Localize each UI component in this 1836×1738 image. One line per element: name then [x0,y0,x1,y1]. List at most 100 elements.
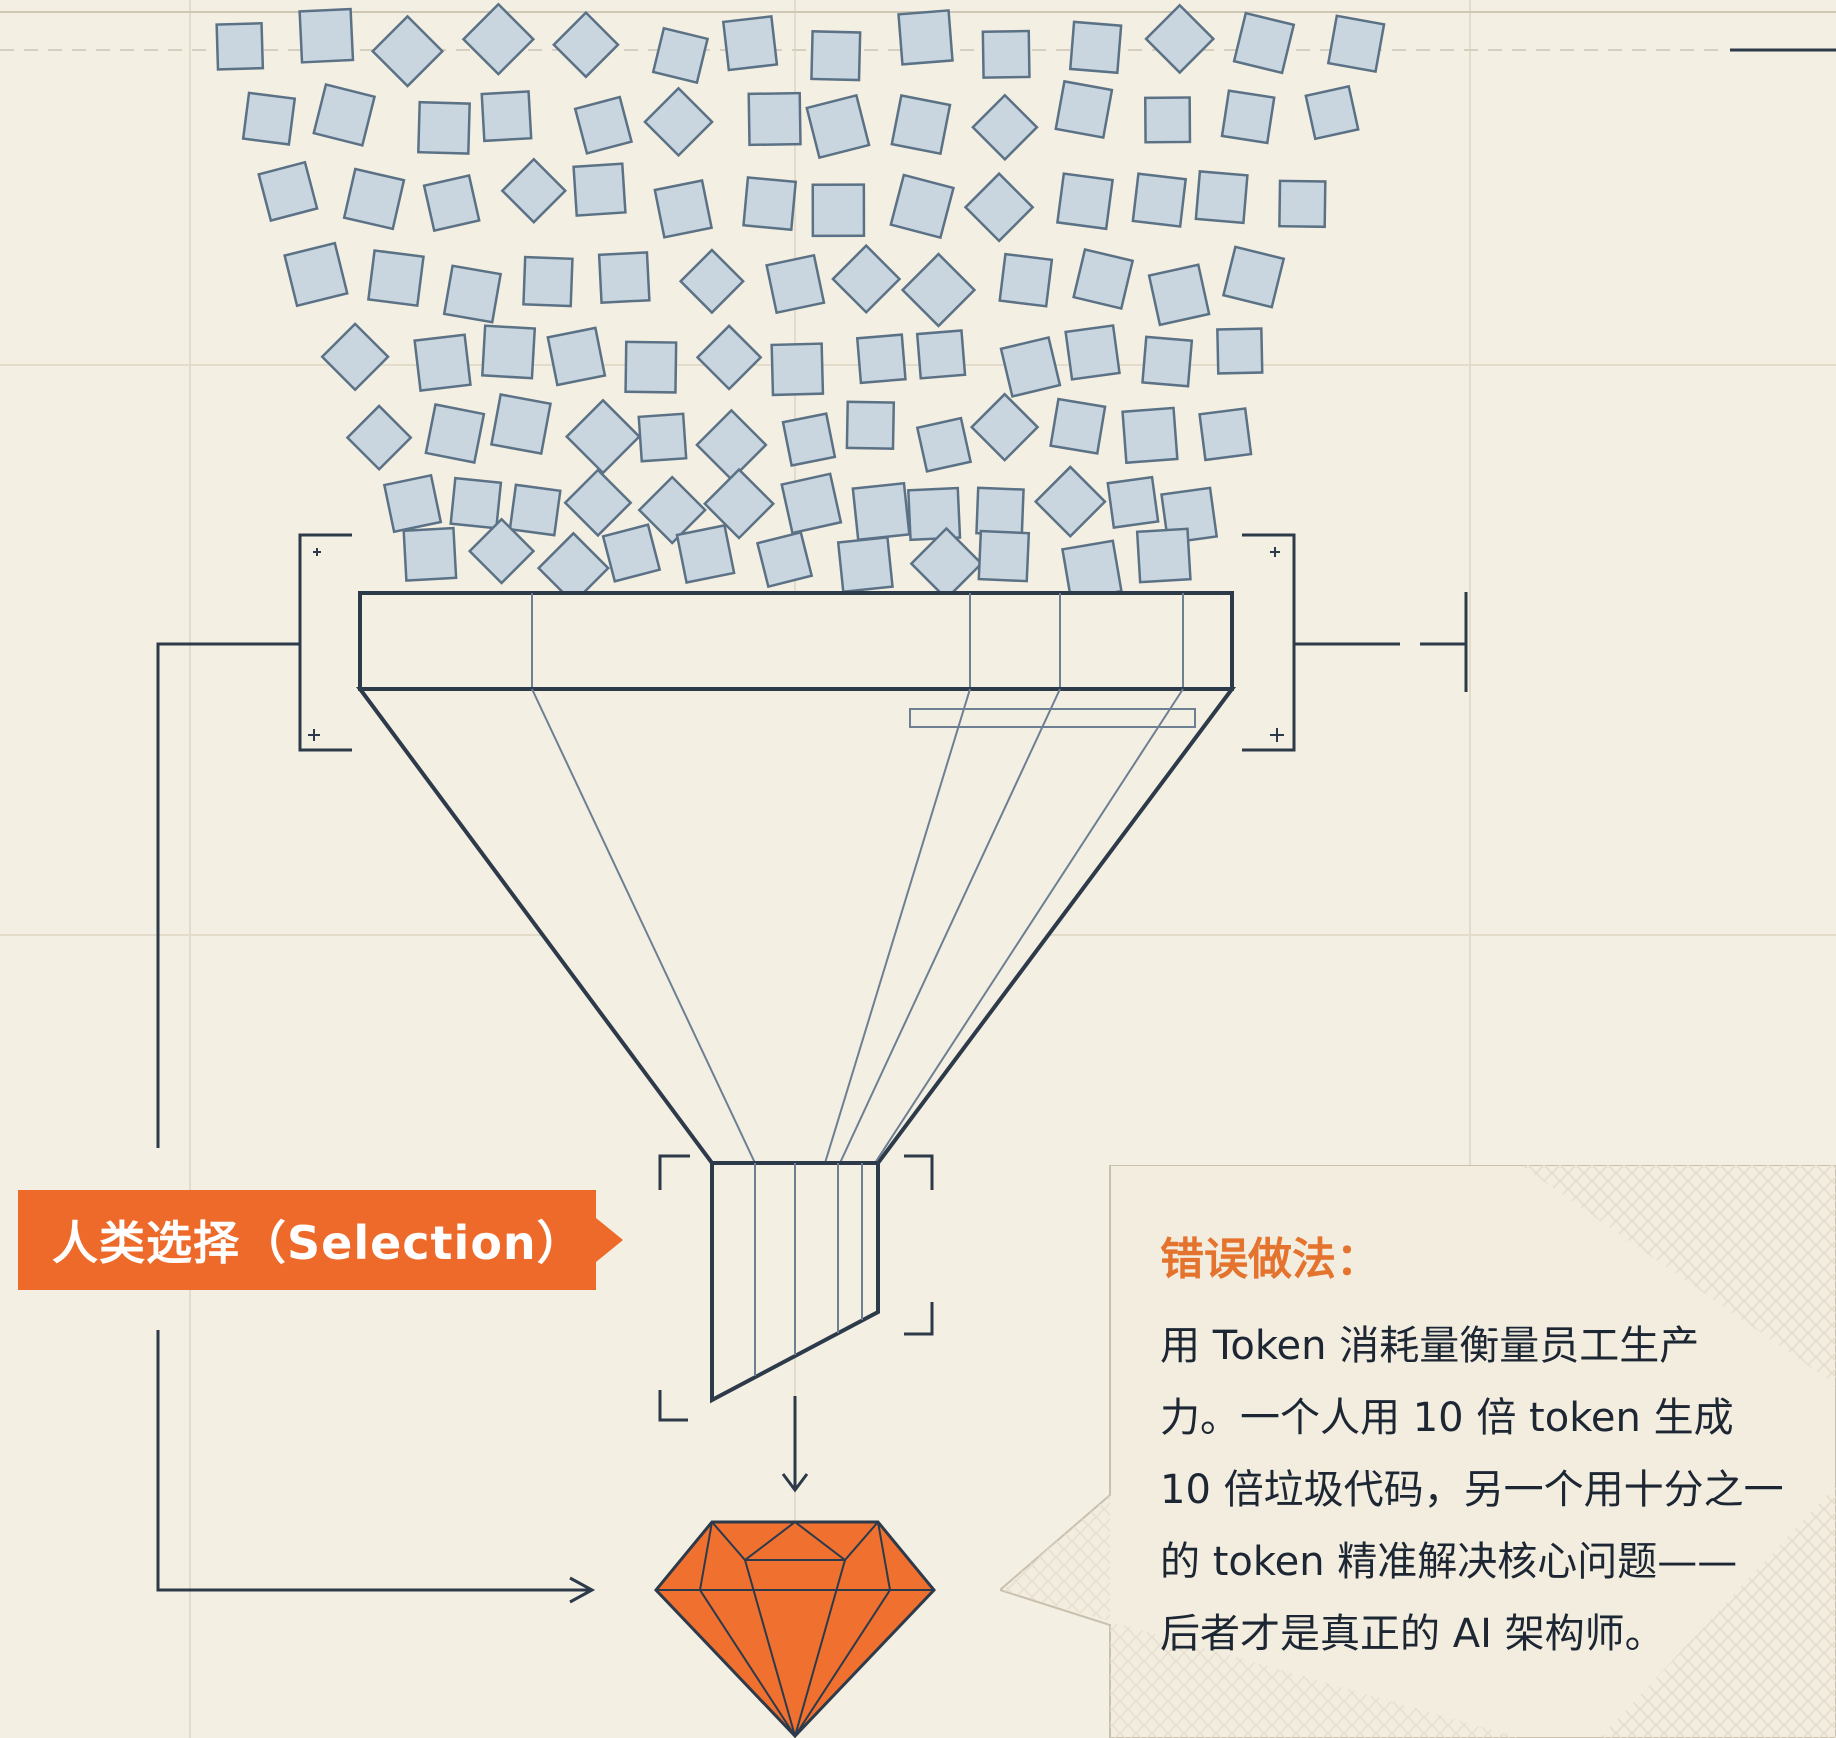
token-square-icon [563,468,633,538]
callout-line: 的 token 精准解决核心问题—— [1160,1539,1738,1585]
token-cloud [215,2,1386,605]
token-square-icon [637,475,707,545]
token-square-icon [546,326,607,387]
token-square-icon [999,336,1062,398]
token-square-icon [897,9,954,66]
funnel-cone-slot [909,708,1196,728]
down-arrow-icon [781,1396,809,1493]
token-square-icon [765,253,826,315]
token-square-icon [489,393,552,456]
token-square-icon [755,530,814,589]
token-square-icon [1064,324,1121,381]
callout-line: 后者才是真正的 AI 架构师。 [1160,1611,1665,1657]
token-square-icon [564,398,642,475]
token-square-icon [536,531,610,605]
token-square-icon [1194,170,1249,225]
token-square-icon [402,526,458,582]
token-square-icon [831,243,902,315]
token-square-icon [805,93,871,160]
token-square-icon [241,91,297,146]
token-square-icon [721,14,779,72]
token-square-icon [1198,407,1253,462]
token-square-icon [651,26,710,85]
callout-title: 错误做法： [1160,1234,1380,1285]
callout-body: 用 Token 消耗量衡量员工生产 力。一个人用 10 倍 token 生成 1… [1160,1310,1830,1670]
token-square-icon [742,176,798,232]
token-square-icon [1144,3,1216,75]
token-square-icon [413,333,472,392]
funnel-spout-brackets [658,1154,934,1422]
token-square-icon [890,94,952,156]
token-square-icon [703,467,776,540]
token-square-icon [1135,527,1192,584]
token-square-icon [845,400,896,450]
token-square-icon [1033,465,1107,539]
token-square-icon [480,90,533,143]
callout-line: 用 Token 消耗量衡量员工生产 [1160,1323,1700,1369]
token-square-icon [915,329,967,380]
token-square-icon [1106,475,1160,529]
token-square-icon [382,473,443,534]
wrong-practice-callout: 错误做法： 用 Token 消耗量衡量员工生产 力。一个人用 10 倍 toke… [1000,1165,1836,1738]
token-square-icon [467,517,536,585]
token-square-icon [678,248,745,315]
token-square-icon [1054,79,1114,139]
selection-label: 人类选择（Selection） [52,1216,584,1270]
token-square-icon [449,476,503,530]
token-square-icon [345,404,413,472]
token-square-icon [257,160,319,223]
token-square-icon [1326,14,1386,74]
token-square-icon [780,472,843,535]
right-connector [1294,592,1468,692]
token-square-icon [597,251,651,304]
token-square-icon [1141,335,1194,388]
token-square-icon [1147,263,1211,327]
token-square-icon [971,93,1039,162]
token-square-icon [573,95,634,155]
token-square-icon [572,162,627,217]
token-square-icon [675,523,736,584]
token-square-icon [1220,89,1276,145]
token-square-icon [1131,172,1188,228]
token-square-icon [977,529,1031,583]
token-square-icon [500,157,568,224]
token-square-icon [963,171,1035,243]
token-square-icon [889,173,955,240]
token-square-icon [969,392,1040,462]
token-square-icon [851,481,911,542]
token-square-icon [1221,245,1286,309]
selection-feedback-loop [156,642,596,1604]
token-square-icon [637,412,688,463]
token-square-icon [1121,406,1179,465]
callout-line: 10 倍垃圾代码，另一个用十分之一 [1160,1467,1784,1513]
token-square-icon [1072,247,1135,310]
token-square-icon [1232,11,1296,75]
funnel-cone-lines [531,688,1184,1164]
token-square-icon [1143,96,1192,144]
funnel-rim [358,591,1234,691]
token-square-icon [215,21,265,71]
token-square-icon [624,340,678,394]
token-square-icon [1055,172,1115,231]
callout-line: 力。一个人用 10 倍 token 生成 [1160,1395,1734,1441]
token-square-icon [1304,84,1360,141]
funnel-cone [356,687,1236,1165]
token-square-icon [1216,327,1264,375]
token-square-icon [747,91,802,147]
token-square-icon [298,7,355,64]
token-square-icon [653,179,714,239]
diamond-icon [653,1520,937,1738]
token-square-icon [552,10,620,79]
token-square-icon [1049,397,1107,455]
token-square-icon [643,86,714,158]
token-square-icon [836,536,894,594]
token-square-icon [1278,179,1327,229]
token-square-icon [522,255,574,308]
token-square-icon [370,14,445,88]
token-square-icon [424,403,486,464]
token-square-icon [1068,20,1123,75]
callout-background [1000,1165,1836,1738]
token-square-icon [909,526,984,601]
token-square-icon [601,523,662,583]
token-square-icon [981,29,1031,79]
